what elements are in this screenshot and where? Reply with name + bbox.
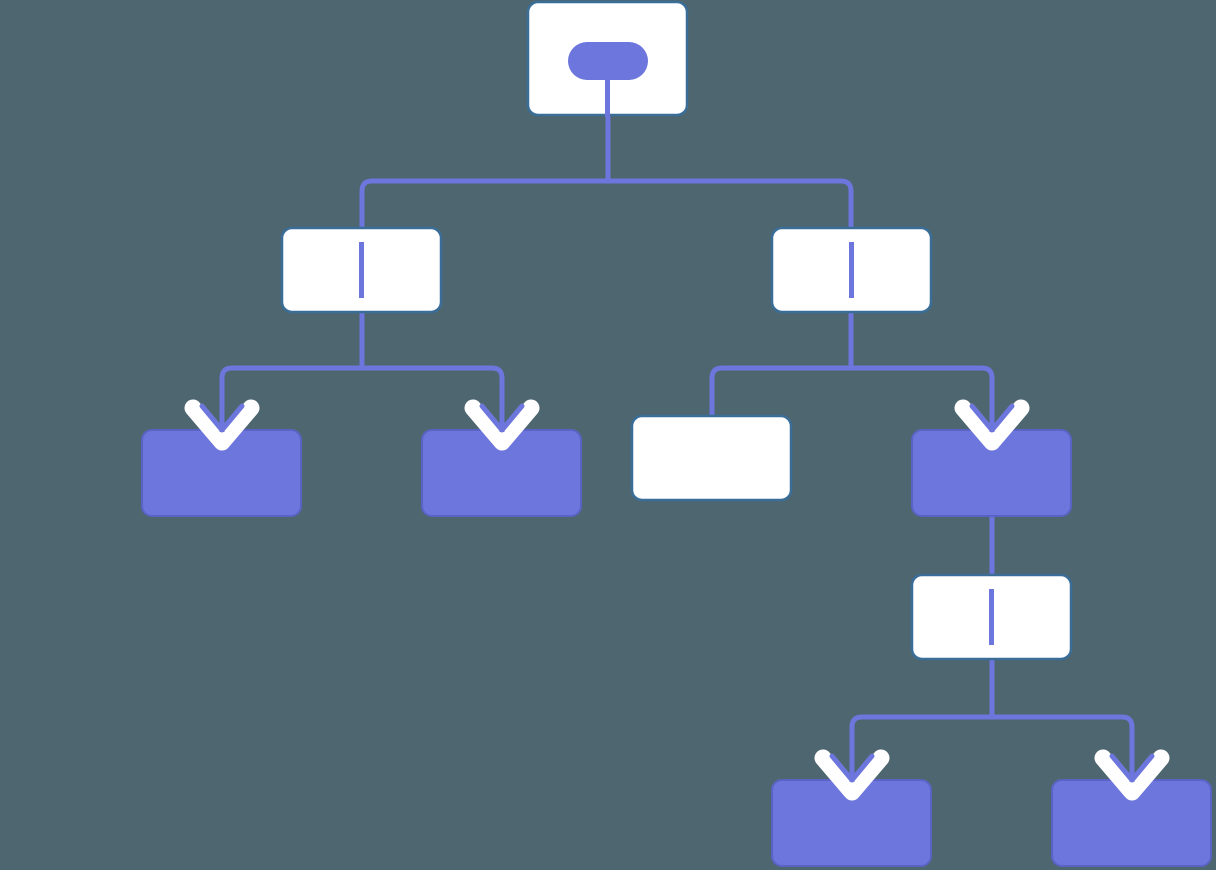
connector-deep-to-bottom-a bbox=[849, 714, 992, 790]
connector-left-to-leaf-a bbox=[219, 365, 362, 440]
arrowhead-leaf-bottom-a bbox=[814, 734, 890, 801]
connector-left-to-leaf-b bbox=[362, 365, 505, 440]
chevron-down-icon bbox=[954, 399, 1030, 451]
chevron-down-icon bbox=[184, 399, 260, 451]
connector-root-to-left-branch bbox=[608, 178, 854, 228]
arrow-layer bbox=[184, 384, 1170, 801]
chevron-down-icon bbox=[1094, 749, 1170, 801]
chevron-down-icon bbox=[814, 749, 890, 801]
connector-deep-to-bottom-b bbox=[992, 714, 1135, 790]
arrowhead-leaf-bottom-b bbox=[1094, 734, 1170, 801]
root-node[interactable] bbox=[526, 0, 689, 117]
leaf-node-right-a-shape[interactable] bbox=[630, 414, 793, 502]
arrowhead-leaf-left-a bbox=[184, 384, 260, 451]
arrowhead-leaf-left-b bbox=[464, 384, 540, 451]
connector-right-to-leaf-a bbox=[709, 365, 851, 420]
root-pill-badge bbox=[568, 42, 648, 80]
leaf-node-right-a[interactable] bbox=[630, 414, 793, 502]
connector-right-to-branch-b bbox=[851, 365, 995, 440]
chevron-down-icon bbox=[464, 399, 540, 451]
inner-line-layer bbox=[359, 78, 994, 645]
arrowhead-branch-right-b bbox=[954, 384, 1030, 451]
connector-root-to-right-branch bbox=[359, 178, 608, 228]
